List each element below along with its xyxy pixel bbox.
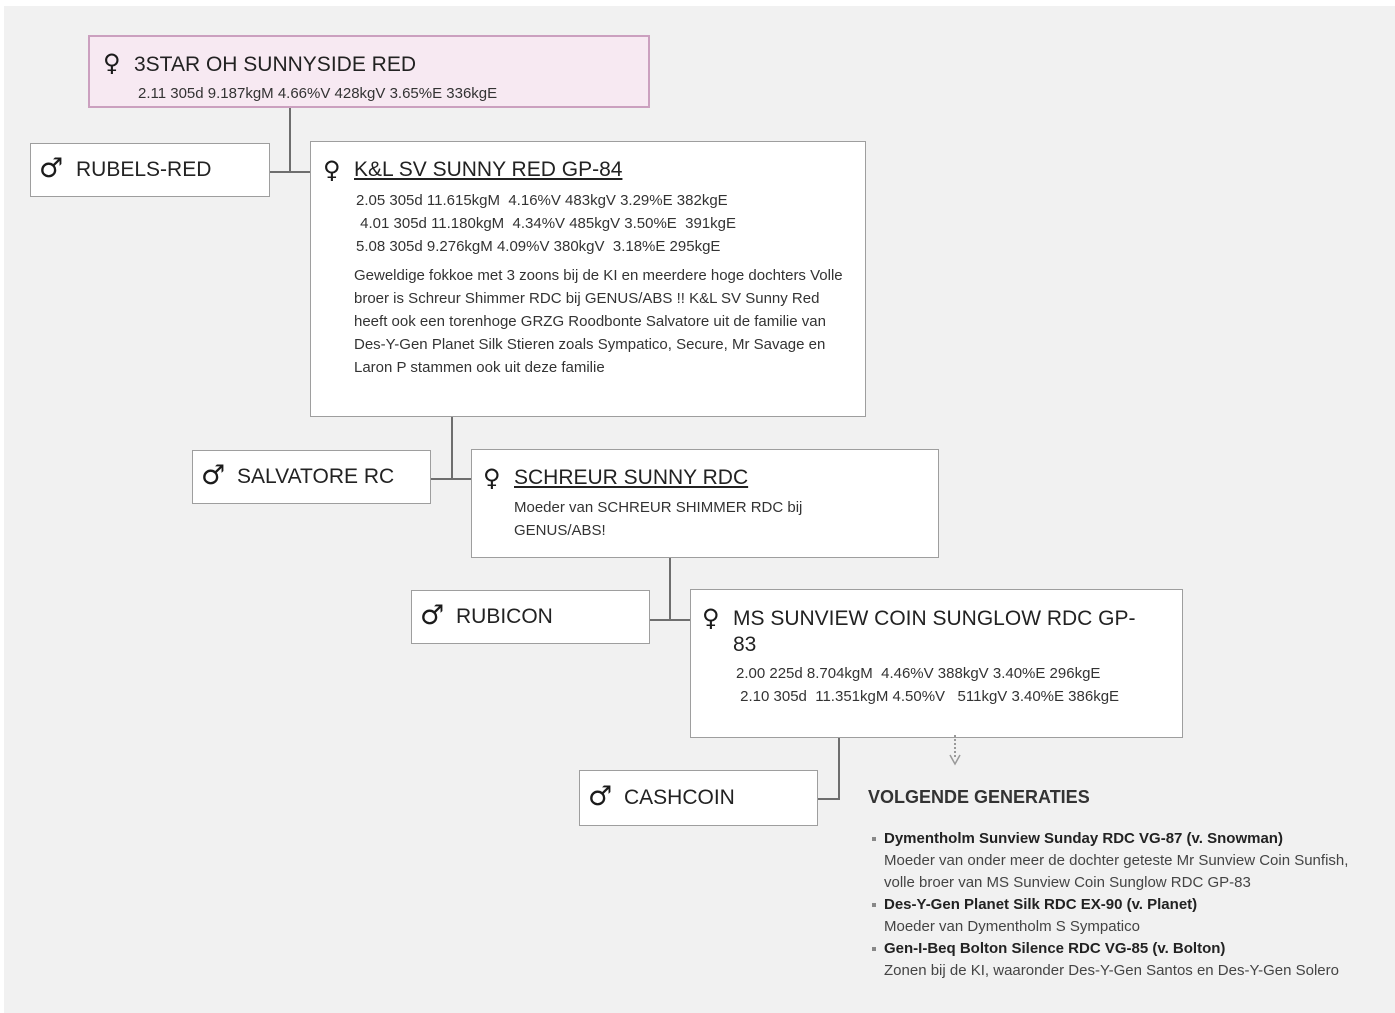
dam-record: 2.10 305d 11.351kgM 4.50%V 511kgV 3.40%E… [736, 688, 1120, 705]
dam-name-link[interactable]: SCHREUR SUNNY RDC [514, 466, 749, 489]
dotted-arrow-down-icon [949, 735, 961, 766]
sire-card[interactable]: ♂ CASHCOIN [579, 770, 818, 826]
connector-line [289, 108, 291, 172]
dam-name-link[interactable]: K&L SV SUNNY RED GP-84 [354, 158, 623, 181]
male-icon: ♂ [39, 153, 64, 184]
connector-line [838, 737, 840, 800]
list-item: Des-Y-Gen Planet Silk RDC EX-90 (v. Plan… [872, 894, 1372, 938]
male-icon: ♂ [201, 460, 226, 491]
sire-name: CASHCOIN [624, 786, 735, 809]
top-dam-card[interactable]: ♀ 3STAR OH SUNNYSIDE RED 2.11 305d 9.187… [88, 35, 650, 108]
female-icon: ♀ [702, 604, 720, 632]
list-item-description: Zonen bij de KI, waaronder Des-Y-Gen San… [884, 962, 1339, 979]
dam-name: MS SUNVIEW COIN SUNGLOW RDC GP-83 [733, 607, 1136, 656]
female-icon: ♀ [483, 464, 501, 492]
dam-record: 2.00 225d 8.704kgM 4.46%V 388kgV 3.40%E … [736, 665, 1101, 682]
list-item-description: Moeder van onder meer de dochter geteste… [884, 852, 1349, 891]
male-icon: ♂ [420, 600, 445, 631]
dam-name: 3STAR OH SUNNYSIDE RED [134, 53, 416, 76]
dam-record: 2.05 305d 11.615kgM 4.16%V 483kgV 3.29%E… [356, 192, 728, 209]
sire-card[interactable]: ♂ RUBICON [411, 590, 650, 644]
list-item-title: Gen-I-Beq Bolton Silence RDC VG-85 (v. B… [884, 940, 1226, 957]
sire-name: RUBELS-RED [76, 158, 212, 181]
dam-card[interactable]: ♀ MS SUNVIEW COIN SUNGLOW RDC GP-83 2.00… [690, 589, 1183, 738]
connector-line [817, 798, 840, 800]
female-icon: ♀ [103, 49, 121, 77]
sire-name: SALVATORE RC [237, 465, 395, 488]
dam-card[interactable]: ♀ SCHREUR SUNNY RDC Moeder van SCHREUR S… [471, 449, 939, 558]
dam-record: 2.11 305d 9.187kgM 4.66%V 428kgV 3.65%E … [138, 85, 498, 102]
next-generations-title: VOLGENDE GENERATIES [868, 787, 1090, 807]
dam-card[interactable]: ♀ K&L SV SUNNY RED GP-84 2.05 305d 11.61… [310, 141, 866, 417]
female-icon: ♀ [323, 156, 341, 184]
sire-card[interactable]: ♂ RUBELS-RED [30, 143, 270, 197]
sire-name: RUBICON [456, 605, 553, 628]
dam-description: Geweldige fokkoe met 3 zoons bij de KI e… [354, 267, 843, 376]
list-item: Dymentholm Sunview Sunday RDC VG-87 (v. … [872, 828, 1372, 894]
connector-line [269, 171, 311, 173]
connector-line [649, 619, 691, 621]
sire-card[interactable]: ♂ SALVATORE RC [192, 450, 431, 504]
connector-line [669, 557, 671, 620]
list-item: Gen-I-Beq Bolton Silence RDC VG-85 (v. B… [872, 938, 1372, 982]
male-icon: ♂ [588, 781, 613, 812]
list-item-description: Moeder van Dymentholm S Sympatico [884, 918, 1140, 935]
connector-line [430, 478, 472, 480]
dam-description: Moeder van SCHREUR SHIMMER RDC bij GENUS… [514, 499, 803, 539]
dam-record: 5.08 305d 9.276kgM 4.09%V 380kgV 3.18%E … [356, 238, 721, 255]
list-item-title: Des-Y-Gen Planet Silk RDC EX-90 (v. Plan… [884, 896, 1198, 913]
dam-record: 4.01 305d 11.180kgM 4.34%V 485kgV 3.50%E… [356, 215, 736, 232]
connector-line [451, 417, 453, 479]
next-generations-list: Dymentholm Sunview Sunday RDC VG-87 (v. … [872, 828, 1372, 982]
list-item-title: Dymentholm Sunview Sunday RDC VG-87 (v. … [884, 830, 1283, 847]
